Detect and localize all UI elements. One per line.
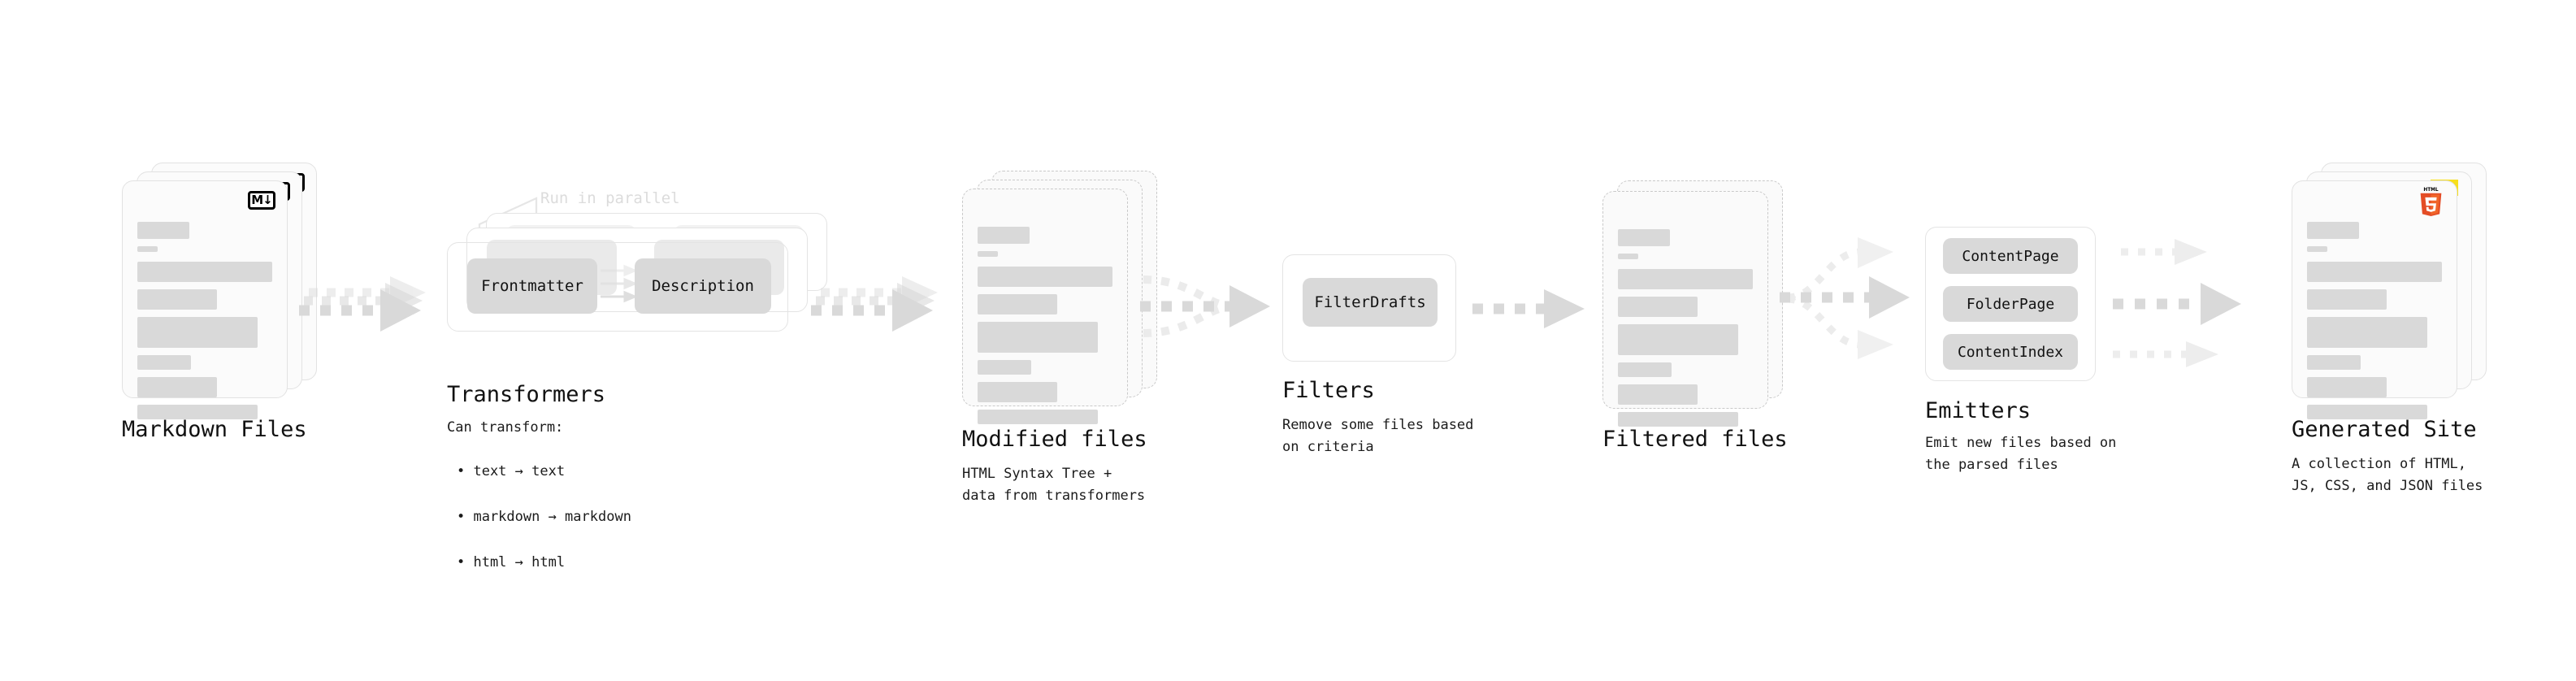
transform-item: • html → html [457,554,566,571]
pill-folderpage[interactable]: FolderPage [1943,286,2078,322]
connector-markdown-to-transformers [299,268,439,349]
transformers-inner-arrows [601,264,638,303]
emitters-subtitle: Emit new files based on the parsed files [1925,435,2117,474]
html5-icon: HTML [2418,187,2444,216]
pill-contentindex[interactable]: ContentIndex [1943,334,2078,370]
markdown-card-front: M↓ [122,180,288,419]
site-card-front: HTML [2292,180,2457,419]
generated-site-subtitle: A collection of HTML, JS, CSS, and JSON … [2292,456,2483,495]
filters-title: Filters [1282,378,1375,403]
filters-subtitle: Remove some files based on criteria [1282,417,1474,456]
transformers-title: Transformers [447,382,606,407]
filtered-card-front [1602,191,1768,427]
filtered-files-title: Filtered files [1602,427,1788,452]
transformers-subtitle-heading: Can transform: [447,419,564,436]
connector-modified-to-filters [1134,260,1288,366]
card-skeleton-bars [978,227,1112,432]
transformers-subtitle-list: • text → text • markdown → markdown • ht… [457,437,631,596]
card-skeleton-bars [137,222,272,427]
connector-filtered-to-emitters [1780,234,1934,364]
modified-files-subtitle: HTML Syntax Tree + data from transformer… [962,466,1146,505]
transform-item: • markdown → markdown [457,509,631,526]
emitters-title: Emitters [1925,398,2032,423]
stage-emitters-box: ContentPage FolderPage ContentIndex [1925,227,2096,381]
connector-emitters-to-site [2113,234,2267,372]
pill-filterdrafts[interactable]: FilterDrafts [1303,278,1438,327]
markdown-files-title: Markdown Files [122,417,307,442]
pill-frontmatter[interactable]: Frontmatter [467,258,597,314]
connector-filters-to-filtered [1472,286,1594,335]
card-skeleton-bars [2307,222,2442,427]
modified-files-title: Modified files [962,427,1147,452]
transform-item: • text → text [457,463,566,480]
pill-description[interactable]: Description [635,258,771,314]
stage-filters-box: FilterDrafts [1282,254,1456,362]
pill-contentpage[interactable]: ContentPage [1943,238,2078,274]
card-skeleton-bars [1618,229,1753,434]
markdown-badge: M↓ [248,191,275,210]
connector-transformers-to-modified [811,268,951,349]
svg-text:HTML: HTML [2423,188,2438,193]
generated-site-title: Generated Site [2292,417,2477,442]
run-in-parallel-note: Run in parallel [540,189,680,207]
modified-card-front [962,189,1128,424]
transformers-box-front: Frontmatter Description [447,242,788,332]
